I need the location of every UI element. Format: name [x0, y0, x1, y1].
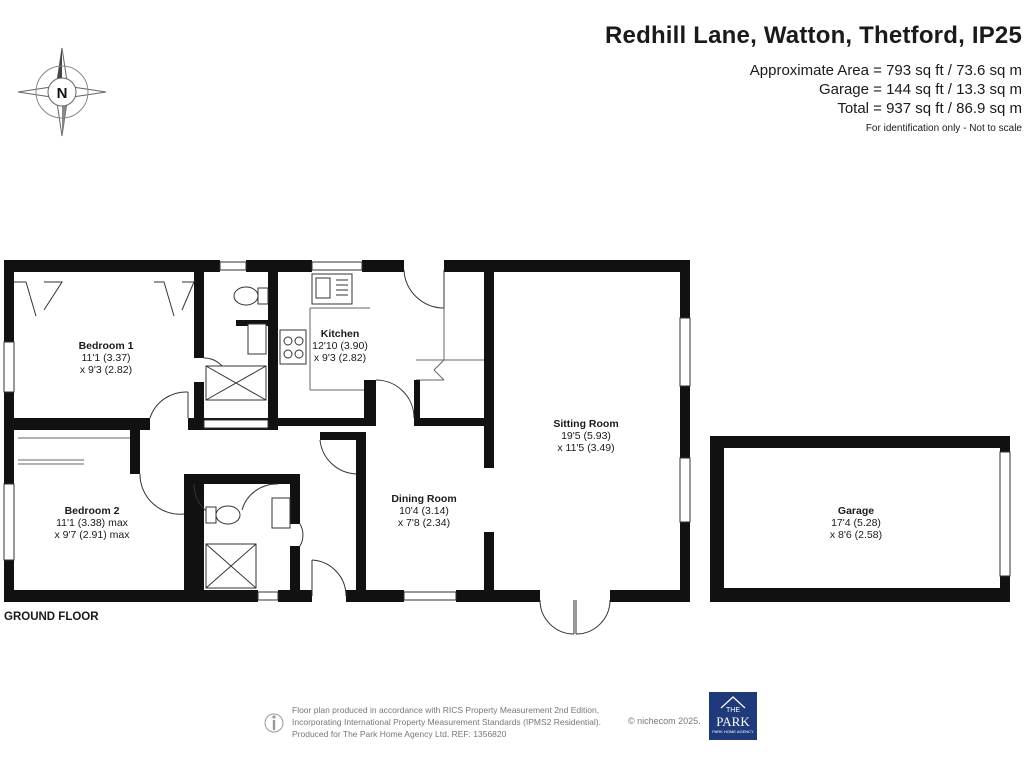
compass-icon: N [17, 47, 107, 137]
basin-icon [247, 323, 267, 355]
footer-text: Floor plan produced in accordance with R… [292, 704, 601, 740]
sitting-dim1: 19'5 (5.93) [561, 430, 611, 442]
scale-note: For identification only - Not to scale [865, 123, 1022, 134]
garage-name: Garage [838, 505, 874, 517]
bedroom2-dim2: x 9'7 (2.91) max [55, 529, 131, 541]
footer: Floor plan produced in accordance with R… [262, 704, 762, 754]
footer-credit: © nichecom 2025. [628, 716, 701, 726]
agency-logo: THE PARK PARK HOME AGENCY [709, 692, 757, 740]
dining-dim1: 10'4 (3.14) [399, 505, 449, 517]
compass-label: N [57, 85, 68, 102]
bedroom1-dim2: x 9'3 (2.82) [80, 364, 132, 376]
room-labels: Bedroom 1 11'1 (3.37) x 9'3 (2.82) Kitch… [4, 328, 882, 623]
footer-line1: Floor plan produced in accordance with R… [292, 705, 600, 715]
property-title: Redhill Lane, Watton, Thetford, IP25 [605, 22, 1022, 49]
toilet-icon-2 [215, 505, 241, 525]
kitchen-name: Kitchen [321, 328, 360, 340]
walls [4, 260, 1010, 602]
logo-sub: PARK HOME AGENCY [712, 729, 754, 734]
basin-icon-2 [271, 497, 291, 529]
approx-area: Approximate Area = 793 sq ft / 73.6 sq m [749, 62, 1022, 79]
kitchen-dim2: x 9'3 (2.82) [314, 352, 366, 364]
dining-dim2: x 7'8 (2.34) [398, 517, 450, 529]
bedroom1-dim1: 11'1 (3.37) [81, 352, 130, 364]
windows [3, 261, 1011, 601]
property-header: Redhill Lane, Watton, Thetford, IP25 App… [605, 22, 1022, 134]
floor-label: GROUND FLOOR [4, 611, 99, 623]
hob-icon [279, 329, 307, 365]
logo-top: THE [726, 707, 740, 714]
garage-dim1: 17'4 (5.28) [831, 517, 881, 529]
logo-main: PARK [716, 714, 750, 729]
fixtures [205, 273, 353, 589]
sitting-dim2: x 11'5 (3.49) [557, 442, 614, 454]
bedroom2-dim1: 11'1 (3.38) max [56, 517, 129, 529]
bedroom1-name: Bedroom 1 [79, 340, 134, 352]
garage-dim2: x 8'6 (2.58) [830, 529, 882, 541]
bedroom2-name: Bedroom 2 [65, 505, 120, 517]
house-roof-icon [720, 696, 746, 709]
info-icon [264, 713, 284, 733]
footer-line2: Incorporating International Property Mea… [292, 717, 601, 727]
footer-line3: Produced for The Park Home Agency Ltd. R… [292, 729, 507, 739]
dining-name: Dining Room [391, 493, 456, 505]
doors [14, 269, 611, 635]
sitting-name: Sitting Room [553, 418, 618, 430]
toilet-icon [233, 286, 259, 306]
kitchen-dim1: 12'10 (3.90) [312, 340, 368, 352]
garage-area: Garage = 144 sq ft / 13.3 sq m [818, 81, 1022, 98]
total-area: Total = 937 sq ft / 86.9 sq m [837, 100, 1022, 117]
